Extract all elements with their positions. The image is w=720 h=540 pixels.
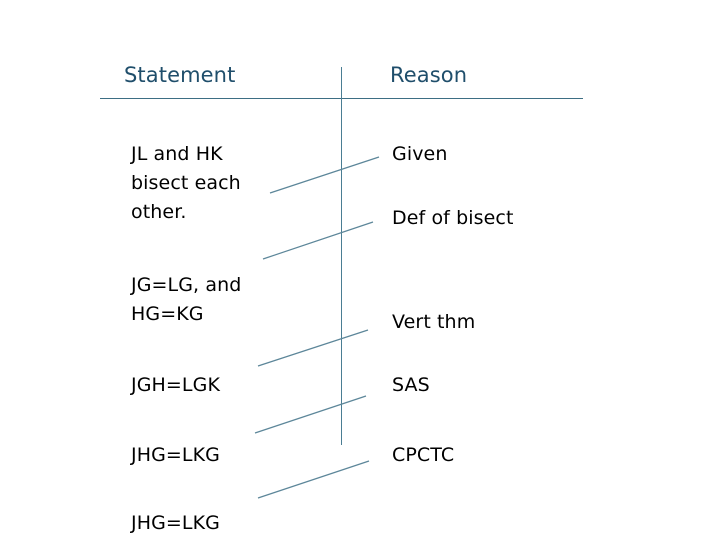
column-divider-line bbox=[341, 67, 342, 445]
reason-cell-4: SAS bbox=[392, 374, 430, 396]
statement-cell-1: JL and HK bisect each other. bbox=[131, 143, 241, 223]
connector-line-5 bbox=[257, 460, 370, 499]
statement-cell-3: JGH=LGK bbox=[131, 374, 221, 396]
reason-cell-2: Def of bisect bbox=[392, 207, 514, 229]
statement-cell-4: JHG=LKG bbox=[131, 444, 221, 466]
connector-line-2 bbox=[262, 221, 374, 260]
column-header-reason: Reason bbox=[390, 63, 468, 87]
reason-cell-5: CPCTC bbox=[392, 444, 455, 466]
column-header-statement: Statement bbox=[124, 63, 236, 87]
reason-cell-1: Given bbox=[392, 143, 448, 165]
connector-line-4 bbox=[254, 395, 367, 434]
connector-line-1 bbox=[269, 156, 380, 194]
statement-cell-5: JHG=LKG bbox=[131, 512, 221, 534]
statement-cell-2: JG=LG, and HG=KG bbox=[131, 274, 242, 325]
reason-cell-3: Vert thm bbox=[392, 311, 476, 333]
connector-line-3 bbox=[257, 329, 369, 367]
